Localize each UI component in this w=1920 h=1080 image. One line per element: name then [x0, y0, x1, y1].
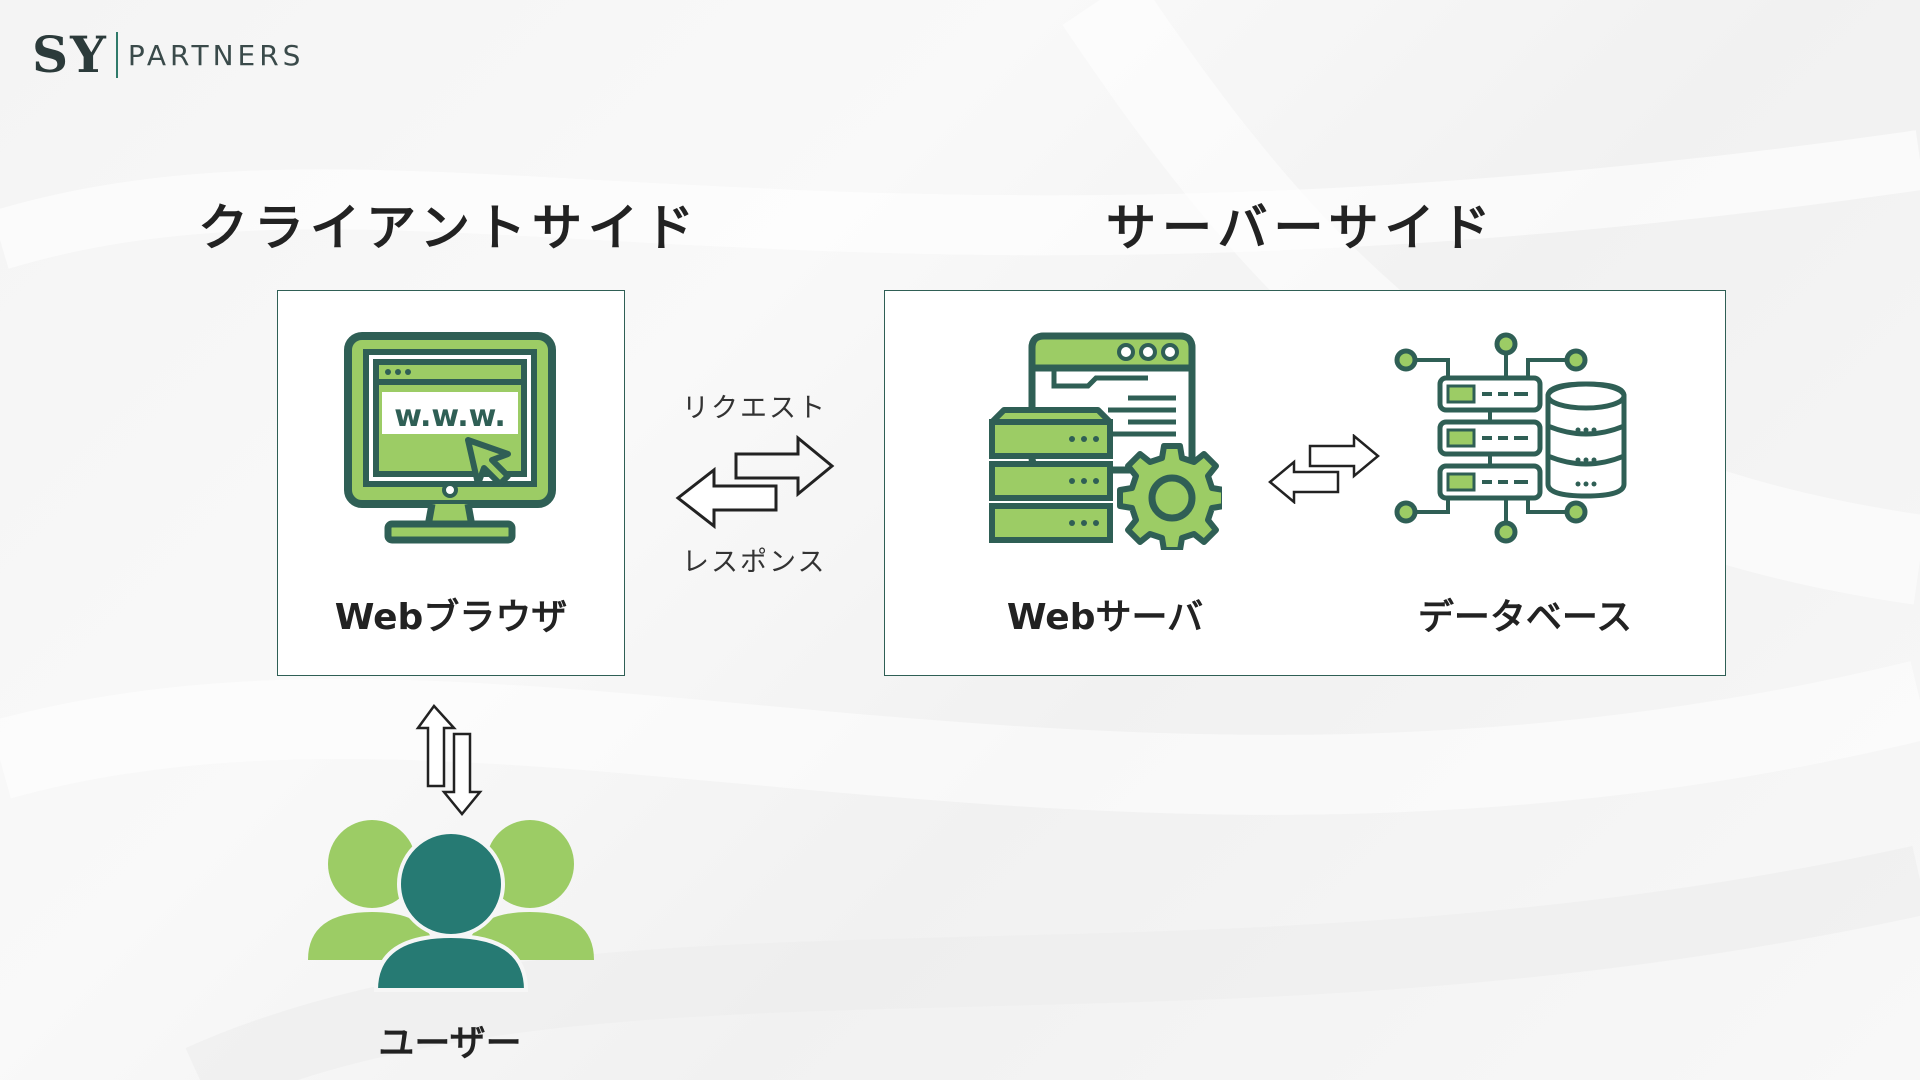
request-label: リクエスト — [682, 393, 827, 424]
server-side-title: サーバーサイド — [1106, 199, 1497, 257]
client-side-title: クライアントサイド — [198, 199, 700, 257]
user-browser-arrows-icon — [415, 704, 483, 816]
logo-partners-text: PARTNERS — [127, 38, 305, 72]
database-label: データベース — [1417, 597, 1633, 638]
company-logo: SY PARTNERS — [32, 30, 304, 80]
user-group-icon — [308, 820, 594, 992]
web-server-icon — [989, 332, 1222, 550]
web-browser-label: Webブラウザ — [334, 597, 568, 638]
user-label: ユーザー — [378, 1023, 522, 1064]
server-database-arrows-icon — [1268, 434, 1380, 504]
response-label: レスポンス — [682, 547, 827, 578]
web-browser-monitor-icon: w.w.w. — [344, 332, 556, 544]
web-server-label: Webサーバ — [1006, 597, 1204, 638]
request-response-arrows-icon — [675, 434, 835, 530]
database-icon — [1394, 332, 1627, 544]
logo-mark: SY — [32, 25, 108, 84]
browser-screen-text: w.w.w. — [394, 399, 506, 434]
logo-divider — [115, 32, 118, 78]
